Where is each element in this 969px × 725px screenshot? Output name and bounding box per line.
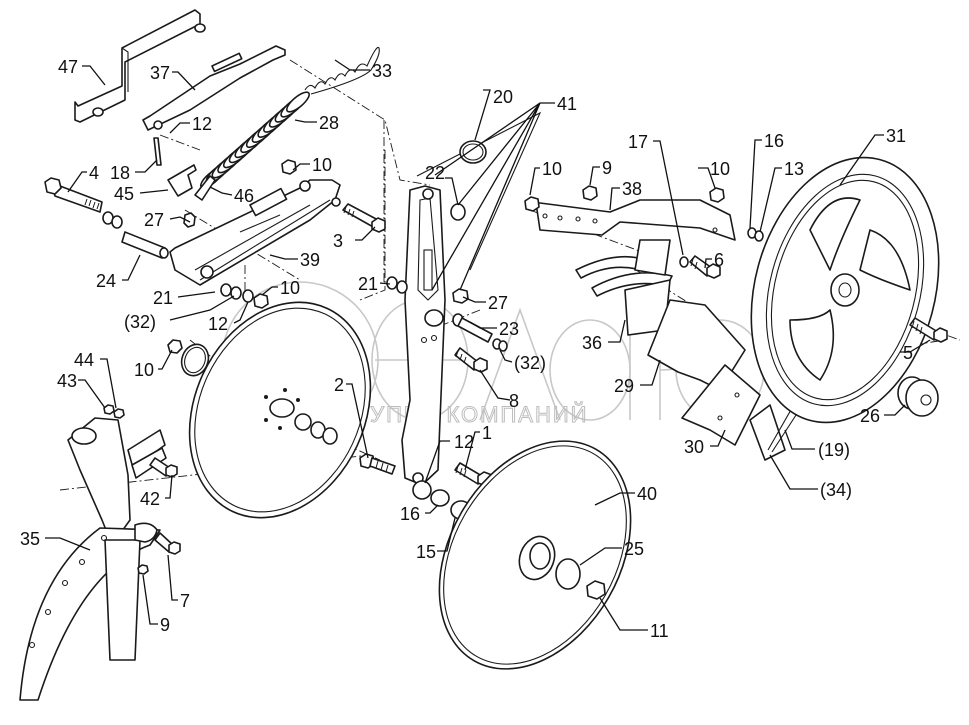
callout-46: 46 xyxy=(234,186,254,206)
part-lever xyxy=(142,45,286,131)
callout-10b: 10 xyxy=(280,278,300,298)
callout-13: 13 xyxy=(784,159,804,179)
callout-11: 11 xyxy=(650,621,669,641)
part-hub-cap xyxy=(897,376,939,417)
callout-24: 24 xyxy=(96,271,116,291)
callout-39: 39 xyxy=(300,250,320,270)
callout-9: 9 xyxy=(602,158,612,178)
part-nuts-43-44-9 xyxy=(103,404,149,575)
callout-17: 17 xyxy=(628,132,648,152)
part-chain xyxy=(304,46,380,95)
part-plate-45 xyxy=(167,164,197,197)
callout-36: 36 xyxy=(582,333,602,353)
part-bolt-3 xyxy=(342,203,386,233)
part-parallel-link xyxy=(169,179,341,286)
callout-20: 20 xyxy=(493,87,513,107)
callout-12c: 12 xyxy=(454,432,474,452)
callout-40: 40 xyxy=(637,484,657,504)
callout-5: 5 xyxy=(903,343,913,363)
part-bolt-42 xyxy=(149,457,178,478)
watermark-subtitle: ГРУППА КОМПАНИЙ xyxy=(340,402,589,427)
callout-9b: 9 xyxy=(160,615,170,635)
callout-29: 29 xyxy=(614,376,634,396)
part-scraper xyxy=(575,239,673,336)
callout-42: 42 xyxy=(140,489,160,509)
callout-3: 3 xyxy=(333,231,343,251)
part-hardware-frame xyxy=(386,276,508,352)
part-frame-plate xyxy=(416,111,542,271)
callout-34: (34) xyxy=(820,480,852,500)
callout-32: (32) xyxy=(124,312,156,332)
callout-45: 45 xyxy=(114,184,134,204)
callout-12b: 12 xyxy=(208,314,228,334)
part-bolt-6 xyxy=(679,255,721,279)
callout-21: 21 xyxy=(153,288,173,308)
callout-37: 37 xyxy=(150,63,170,83)
callout-32b: (32) xyxy=(514,353,546,373)
callout-41: 41 xyxy=(557,94,577,114)
callout-25: 25 xyxy=(624,539,644,559)
callout-6: 6 xyxy=(714,250,724,270)
part-pin xyxy=(153,137,162,166)
part-bolt-5 xyxy=(909,317,948,343)
part-bracket-bar xyxy=(74,9,206,123)
part-bolt-8 xyxy=(454,347,488,373)
callout-10e: 10 xyxy=(134,360,154,380)
callout-4: 4 xyxy=(89,163,99,183)
callout-10d: 10 xyxy=(710,159,730,179)
callout-12: 12 xyxy=(192,114,212,134)
callout-labels: 47 37 33 12 28 18 4 45 46 10 27 3 24 39 … xyxy=(20,57,913,641)
callout-10c: 10 xyxy=(542,159,562,179)
part-depth-wheel xyxy=(750,156,940,424)
callout-27: 27 xyxy=(144,210,164,230)
callout-22: 22 xyxy=(425,163,445,183)
callout-16: 16 xyxy=(764,131,784,151)
callout-35: 35 xyxy=(20,529,40,549)
callout-16b: 16 xyxy=(400,504,420,524)
callout-1: 1 xyxy=(482,423,492,443)
callout-47: 47 xyxy=(58,57,78,77)
callout-26: 26 xyxy=(860,406,880,426)
part-deflector xyxy=(647,299,746,391)
callout-21b: 21 xyxy=(358,274,378,294)
callout-18: 18 xyxy=(110,163,130,183)
callout-33: 33 xyxy=(372,61,392,81)
part-bolt-7 xyxy=(154,532,181,555)
callout-7: 7 xyxy=(180,591,190,611)
callout-19: (19) xyxy=(818,440,850,460)
callout-28: 28 xyxy=(319,113,339,133)
callout-15: 15 xyxy=(416,542,436,562)
part-bolt-4 xyxy=(44,177,123,229)
part-clamp xyxy=(127,429,167,479)
part-disc-right xyxy=(438,440,632,670)
callout-8: 8 xyxy=(509,391,519,411)
callout-31: 31 xyxy=(886,126,906,146)
callout-43: 43 xyxy=(57,371,77,391)
part-bolt-lower xyxy=(359,453,396,475)
callout-30: 30 xyxy=(684,437,704,457)
callout-10: 10 xyxy=(312,155,332,175)
spring-coil xyxy=(286,91,310,113)
part-hook-46 xyxy=(194,175,216,201)
callout-27b: 27 xyxy=(488,293,508,313)
callout-44: 44 xyxy=(74,350,94,370)
part-tube-24 xyxy=(121,231,169,259)
part-spring xyxy=(200,91,310,189)
part-wheel-bracket xyxy=(524,185,764,242)
callout-2: 2 xyxy=(334,375,344,395)
part-coulter-boot xyxy=(19,417,161,701)
part-frame-arm xyxy=(401,185,446,486)
callout-38: 38 xyxy=(622,179,642,199)
part-disc-left xyxy=(188,301,372,519)
leader-lines xyxy=(45,59,931,631)
callout-23: 23 xyxy=(499,319,519,339)
